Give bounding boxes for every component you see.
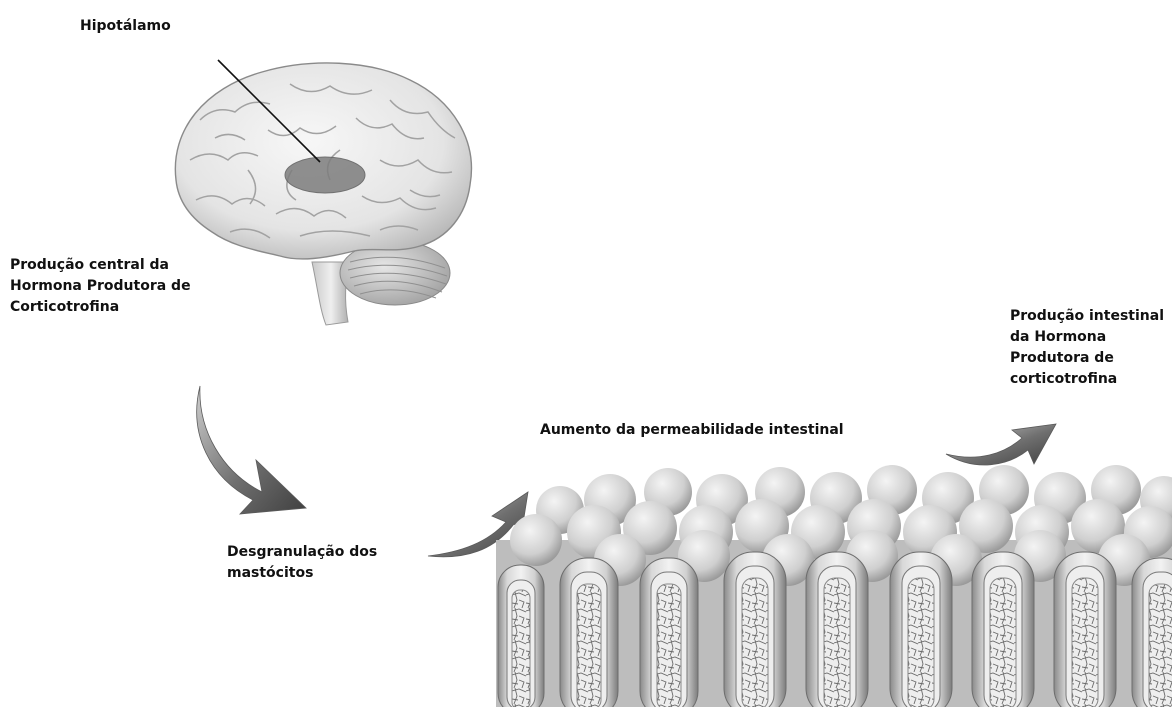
arrow-intestine-to-intestinal-crh — [946, 424, 1056, 465]
arrow-brain-to-mast-cells — [197, 386, 306, 514]
label-intestinal-crh-production: Produção intestinal da Hormona Produtora… — [1010, 306, 1164, 390]
brain-illustration — [175, 63, 471, 325]
label-intestinal-permeability: Aumento da permeabilidade intestinal — [540, 420, 844, 441]
label-hypothalamus: Hipotálamo — [80, 16, 171, 37]
villi-row — [498, 552, 1172, 707]
label-central-crh-production: Produção central da Hormona Produtora de… — [10, 255, 191, 318]
hypothalamus-region — [285, 157, 365, 193]
intestinal-villi-illustration — [496, 465, 1172, 707]
label-mast-cell-degranulation: Desgranulação dos mastócitos — [227, 542, 377, 584]
